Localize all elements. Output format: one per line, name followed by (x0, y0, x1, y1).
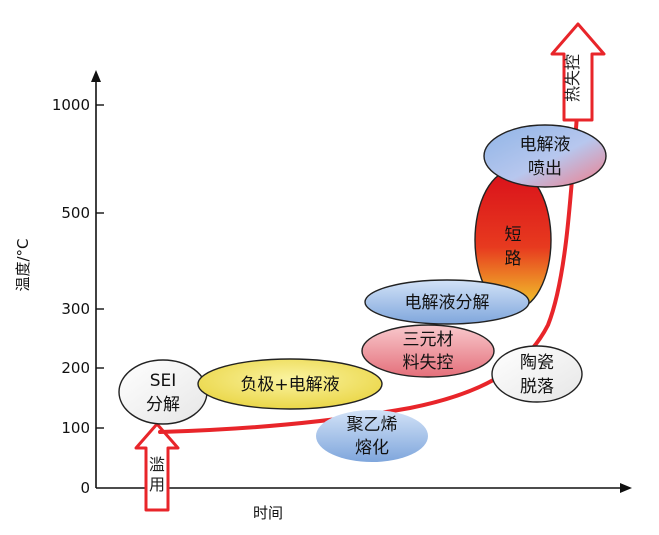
cathode-line-1: 三元材 (403, 330, 454, 350)
abuse-label-2: 用 (149, 475, 165, 494)
y-tick-0: 0 (80, 479, 90, 497)
stage-sei-decomposition: SEI 分解 (118, 359, 208, 425)
short-line-2: 路 (505, 249, 522, 269)
abuse-arrow: 滥 用 (134, 422, 180, 512)
sei-line-2: 分解 (146, 395, 180, 415)
y-tick-300: 300 (61, 300, 90, 318)
stage-cathode-runaway: 三元材 料失控 (361, 324, 495, 378)
runaway-label: 热失控 (563, 54, 582, 102)
y-tick-1000: 1000 (52, 96, 90, 114)
thermal-runaway-arrow: 热失控 (550, 22, 606, 122)
cathode-line-2: 料失控 (403, 353, 454, 373)
y-axis: 0 100 200 300 500 1000 温度/°C (14, 70, 104, 497)
ceramic-line-2: 脱落 (520, 377, 554, 397)
stage-ceramic-detach: 陶瓷 脱落 (491, 345, 583, 403)
stage-short-circuit: 短 路 (474, 169, 552, 311)
abuse-label-1: 滥 (149, 455, 165, 474)
anode-label: 负极+电解液 (240, 375, 339, 395)
x-axis-title: 时间 (253, 504, 283, 522)
separator-line-1: 聚乙烯 (347, 415, 398, 435)
stage-electrolyte-venting: 电解液 喷出 (483, 124, 607, 188)
venting-line-1: 电解液 (520, 135, 571, 155)
temperature-curve (158, 113, 579, 434)
short-line-1: 短 (505, 225, 522, 245)
stage-separator-melt: 聚乙烯 熔化 (316, 410, 428, 462)
sei-line-1: SEI (150, 371, 177, 391)
stage-anode-electrolyte: 负极+电解液 (197, 358, 383, 410)
y-tick-200: 200 (61, 359, 90, 377)
x-axis: 时间 (96, 483, 632, 522)
venting-line-2: 喷出 (528, 159, 562, 179)
y-tick-500: 500 (61, 204, 90, 222)
ceramic-line-1: 陶瓷 (520, 353, 554, 373)
y-axis-title: 温度/°C (14, 238, 32, 291)
separator-line-2: 熔化 (355, 438, 389, 458)
electrolyte-label: 电解液分解 (405, 293, 490, 313)
y-tick-100: 100 (61, 419, 90, 437)
stage-electrolyte-decomposition: 电解液分解 (364, 279, 530, 325)
